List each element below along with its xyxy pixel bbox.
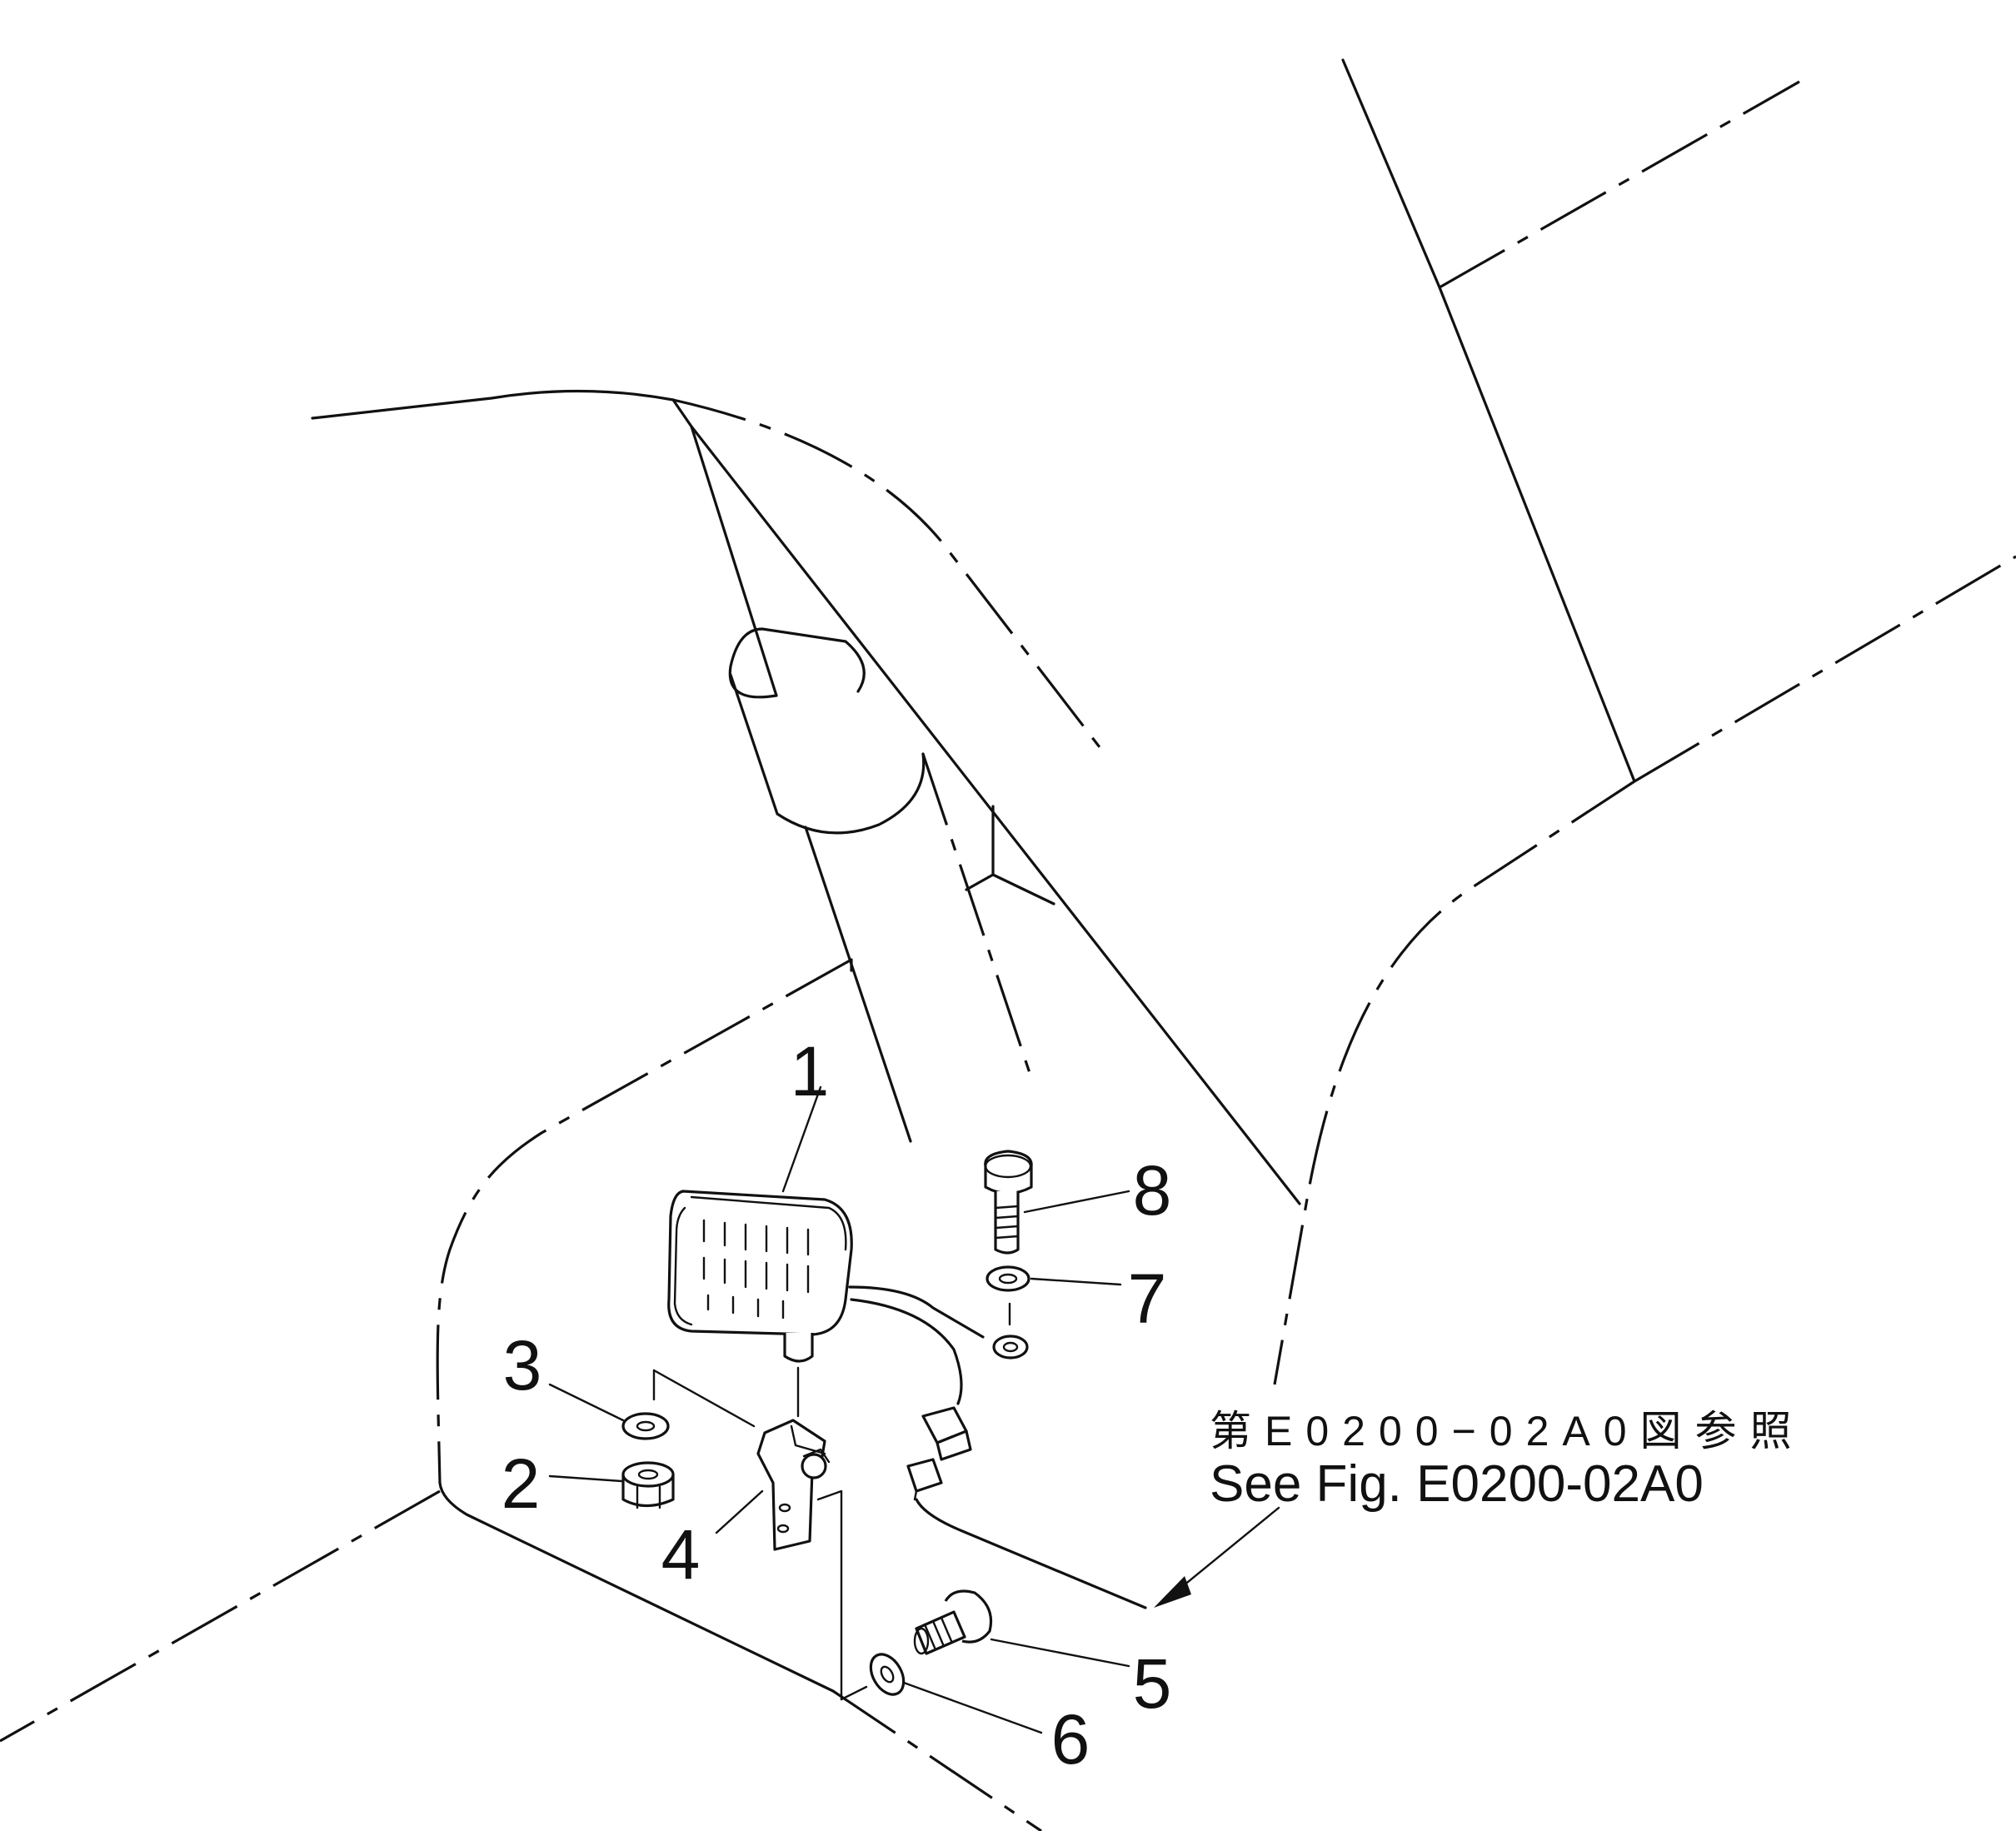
callout-7: 7	[1128, 1260, 1167, 1338]
reference-en: See Fig. E0200-02A0	[1210, 1455, 1704, 1513]
leader-lines	[548, 1085, 1280, 1734]
washer-icon	[621, 1412, 670, 1440]
callout-2: 2	[502, 1444, 541, 1523]
callout-4: 4	[661, 1515, 701, 1594]
reference-jp: 第E0200−02A0図参照	[1210, 1408, 1805, 1454]
nut-icon	[621, 1461, 675, 1509]
bracket-icon	[652, 1369, 868, 1701]
connector-icon	[906, 1406, 1147, 1609]
machine-outline	[0, 58, 2016, 1831]
callout-3: 3	[503, 1326, 542, 1404]
callout-1: 1	[791, 1032, 830, 1110]
work-lamp-icon	[667, 1190, 985, 1418]
bolt-icon	[984, 1150, 1033, 1255]
callout-5: 5	[1133, 1644, 1172, 1723]
figure-reference: 第E0200−02A0図参照 See Fig. E0200-02A0	[1210, 1408, 1805, 1513]
callout-8: 8	[1133, 1151, 1172, 1230]
washer-icon	[992, 1302, 1029, 1360]
washer-icon	[986, 1265, 1030, 1292]
callout-labels: 1 2 3 4 5 6 7 8	[502, 1032, 1172, 1779]
callout-6: 6	[1051, 1700, 1090, 1779]
bolt-icon	[913, 1589, 993, 1655]
washer-icon	[869, 1653, 906, 1696]
